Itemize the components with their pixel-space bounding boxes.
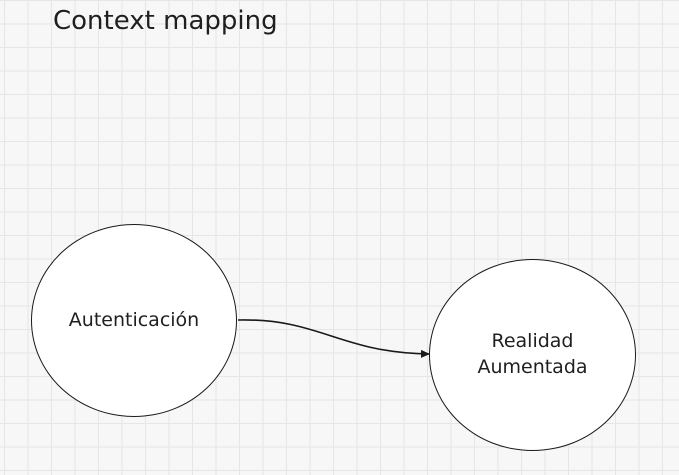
node-label-realidad-aumentada: Realidad Aumentada: [477, 330, 588, 378]
diagram-title[interactable]: Context mapping: [53, 6, 278, 36]
node-label-autenticacion: Autenticación: [68, 308, 200, 331]
edge-autenticacion-to-realidad-aumentada[interactable]: [237, 319, 431, 358]
node-realidad-aumentada[interactable]: Realidad Aumentada: [429, 259, 636, 451]
node-autenticacion[interactable]: Autenticación: [31, 224, 237, 417]
